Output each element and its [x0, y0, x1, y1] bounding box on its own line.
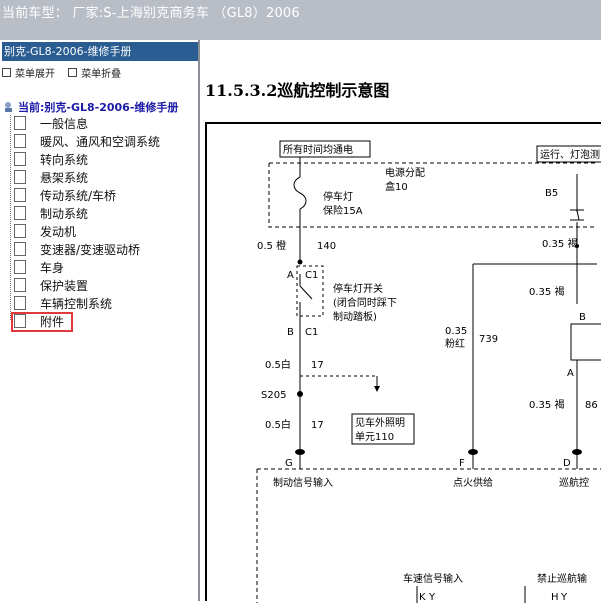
sidebar: 别克-GL8-2006-维修手册 菜单展开 菜单折叠 当前:别克-GL8-200…: [0, 40, 200, 601]
page-title: 11.5.3.2巡航控制示意图: [205, 81, 390, 100]
pin-f-label: F: [459, 458, 465, 469]
expand-icon: [2, 68, 11, 77]
tree-item[interactable]: 发动机: [14, 223, 76, 241]
tree-item[interactable]: 一般信息: [14, 115, 88, 133]
tree-item-label: 制动系统: [40, 207, 89, 221]
manual-root-icon: [5, 102, 12, 112]
wire-brown-top: 0.35 褐: [542, 237, 577, 250]
splice-s205-label: S205: [261, 390, 286, 401]
wire-140-size: 0.5 橙: [257, 239, 286, 252]
cruise-control-label: 巡航控: [559, 476, 589, 489]
document-icon: [14, 242, 26, 256]
hot-at-all-times-label: 所有时间均通电: [283, 143, 353, 156]
tree-item[interactable]: 车辆控制系统: [14, 295, 112, 313]
document-icon: [14, 224, 26, 238]
document-icon: [14, 152, 26, 166]
cruise-control-schematic: 所有时间均通电 运行、灯泡测 电源分配 盒10 停车灯 保险15A B5 0.5…: [256, 140, 601, 603]
tree-item-selected[interactable]: 附件: [14, 313, 64, 331]
document-icon: [14, 296, 26, 310]
document-icon: [14, 116, 26, 130]
connector-b-label: B: [287, 327, 294, 338]
document-icon: [14, 314, 26, 328]
wire-739-size: 0.35: [445, 326, 467, 337]
selection-highlight: [11, 312, 73, 332]
wire-brown-low: 0.35 褐: [529, 398, 564, 411]
vehicle-speed-input-label: 车速信号输入: [403, 572, 463, 585]
collapse-icon: [68, 68, 78, 77]
tree-line: [10, 115, 11, 320]
power-distribution-label: 电源分配: [385, 166, 425, 179]
wire-17b-number: 17: [311, 420, 324, 431]
wire-739-color: 粉红: [445, 337, 465, 350]
tree-item[interactable]: 暖风、通风和空调系统: [14, 133, 160, 151]
document-icon: [14, 170, 26, 184]
tree-item[interactable]: 转向系统: [14, 151, 88, 169]
brake-signal-input-label: 制动信号输入: [273, 476, 333, 489]
tree-root-label: 当前:别克-GL8-2006-维修手册: [18, 101, 179, 114]
wire-739-number: 739: [479, 334, 498, 345]
tree-item-label: 发动机: [40, 225, 77, 239]
pin-h-label: H: [551, 592, 559, 603]
diagram-frame: 所有时间均通电 运行、灯泡测 电源分配 盒10 停车灯 保险15A B5 0.5…: [205, 122, 601, 603]
cruise-inhibit-input-label: 禁止巡航输: [537, 572, 587, 585]
tree-item[interactable]: 车身: [14, 259, 64, 277]
run-bulb-test-label: 运行、灯泡测: [540, 148, 600, 161]
pin-y2-label: Y: [560, 592, 568, 603]
tree-item-label: 传动系统/车桥: [40, 189, 117, 203]
tree-item-label: 转向系统: [40, 153, 89, 167]
switch-note-line1: (闭合同时踩下: [333, 296, 397, 309]
ignition-supply-label: 点火供给: [453, 476, 493, 489]
box10-label: 盒10: [385, 180, 408, 193]
document-icon: [14, 206, 26, 220]
tree-item[interactable]: 保护装置: [14, 277, 88, 295]
wire-17-number: 17: [311, 360, 324, 371]
sidebar-toolbar: 菜单展开 菜单折叠: [2, 65, 131, 80]
tree-item-label: 附件: [40, 315, 65, 329]
exterior-lighting-ref-line1: 见车外照明: [355, 416, 405, 429]
pin-d-label: D: [563, 458, 571, 469]
tree-item[interactable]: 悬架系统: [14, 169, 88, 187]
tree-item-label: 一般信息: [40, 117, 89, 131]
pin-y-label: Y: [428, 592, 436, 603]
stop-lamp-switch-label: 停车灯开关: [333, 282, 383, 295]
switch-note-line2: 制动踏板): [333, 310, 377, 323]
document-icon: [14, 188, 26, 202]
tree-item-label: 车辆控制系统: [40, 297, 113, 311]
connector-c1-label: C1: [305, 270, 318, 281]
exterior-lighting-ref-line2: 单元110: [355, 431, 394, 443]
tree-item[interactable]: 变速器/变速驱动桥: [14, 241, 140, 259]
wire-17b-size: 0.5白: [265, 418, 291, 431]
menu-expand-button[interactable]: 菜单展开: [2, 65, 55, 80]
content-pane: 11.5.3.2巡航控制示意图: [202, 40, 601, 603]
tree-item-label: 车身: [40, 261, 65, 275]
tree-item-label: 悬架系统: [40, 171, 89, 185]
document-icon: [14, 278, 26, 292]
stop-lamp-fuse-label: 停车灯: [323, 190, 353, 203]
tree-item-label: 暖风、通风和空调系统: [40, 135, 161, 149]
tree-item[interactable]: 制动系统: [14, 205, 88, 223]
document-icon: [14, 134, 26, 148]
connector-a-right: A: [567, 368, 574, 379]
document-icon: [14, 260, 26, 274]
vehicle-title: 当前车型： 厂家:S-上海别克商务车 （GL8）2006: [2, 6, 300, 21]
fuse-b5-label: B5: [545, 188, 558, 199]
pin-k-label: K: [419, 592, 426, 603]
connector-b-right: B: [579, 312, 586, 323]
connector-a-label: A: [287, 270, 294, 281]
connector-c1b-label: C1: [305, 327, 318, 338]
tree-root[interactable]: 当前:别克-GL8-2006-维修手册: [3, 99, 178, 115]
tree-item-label: 变速器/变速驱动桥: [40, 243, 141, 257]
pin-g-label: G: [285, 458, 293, 469]
wire-brown-mid: 0.35 褐: [529, 285, 564, 298]
fuse-rating-label: 保险15A: [323, 204, 363, 217]
wire-140-number: 140: [317, 241, 336, 252]
tree-item[interactable]: 传动系统/车桥: [14, 187, 116, 205]
menu-collapse-button[interactable]: 菜单折叠: [68, 65, 121, 80]
tree-item-label: 保护装置: [40, 279, 89, 293]
wire-86-number: 86: [585, 400, 598, 411]
wire-17-size: 0.5白: [265, 358, 291, 371]
title-bar: 当前车型： 厂家:S-上海别克商务车 （GL8）2006: [0, 0, 601, 40]
sidebar-header: 别克-GL8-2006-维修手册: [2, 42, 198, 61]
